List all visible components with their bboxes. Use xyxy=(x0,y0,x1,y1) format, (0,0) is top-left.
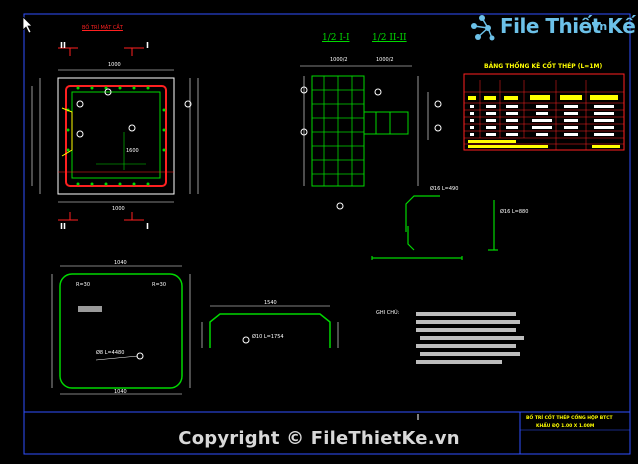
drawing-border xyxy=(23,13,631,455)
mouse-cursor-icon xyxy=(22,16,33,34)
section-title-1: 1/2 I-I xyxy=(322,33,350,43)
dim-bar-width-2: 1040 xyxy=(114,389,127,395)
rebar-stirrup xyxy=(201,305,339,348)
dim-bottom-width: 1000 xyxy=(112,206,125,212)
title-block-line-2: KHẨU ĐỘ 1.00 X 1.00M xyxy=(536,424,595,429)
radius-label: R=30 xyxy=(76,282,91,288)
logo-domain: .vn xyxy=(588,20,608,33)
title-block-line-1: BỐ TRÍ CỐT THÉP CỐNG HỘP BTCT xyxy=(526,416,613,421)
filethietke-logo-icon xyxy=(471,15,495,41)
rebar-shapes xyxy=(371,195,498,260)
section-mark-ii-top: II xyxy=(60,41,66,50)
dim-top-2: 1000/2 xyxy=(376,57,394,63)
dim-top-1: 1000/2 xyxy=(330,57,348,63)
rebar-label-2: Ø10 L=1754 xyxy=(252,334,284,340)
rebar-label-4: Ø16 L=880 xyxy=(500,209,529,215)
section-mark-i-bottom: I xyxy=(146,222,149,231)
left-plan-title: BỐ TRÍ MẶT CẮT xyxy=(82,25,123,31)
dim-stirrup: 1540 xyxy=(264,300,277,306)
box-culvert-plan xyxy=(31,47,199,221)
rebar-label-3: Ø16 L=490 xyxy=(430,186,459,192)
notes-block xyxy=(416,312,524,364)
copyright-watermark: Copyright © FileThietKe.vn xyxy=(178,428,460,449)
dim-width: 1000 xyxy=(108,62,121,68)
table-title: BẢNG THỐNG KÊ CỐT THÉP (L=1M) xyxy=(484,63,603,70)
logo-text: File Thiết Kế xyxy=(500,14,636,38)
section-mark-i-top: I xyxy=(146,41,149,50)
section-title-2: 1/2 II-II xyxy=(372,33,407,43)
rebar-bent-closed xyxy=(51,265,191,395)
radius-label-2: R=30 xyxy=(152,282,167,288)
notes-title: GHI CHÚ: xyxy=(376,310,400,316)
section-view xyxy=(300,65,442,210)
dim-height: 1600 xyxy=(126,148,139,154)
dim-bar-width: 1040 xyxy=(114,260,127,266)
rebar-schedule-table xyxy=(463,73,625,151)
section-mark-ii-bottom: II xyxy=(60,222,66,231)
rebar-label-1: Ø8 L=4480 xyxy=(96,350,125,356)
